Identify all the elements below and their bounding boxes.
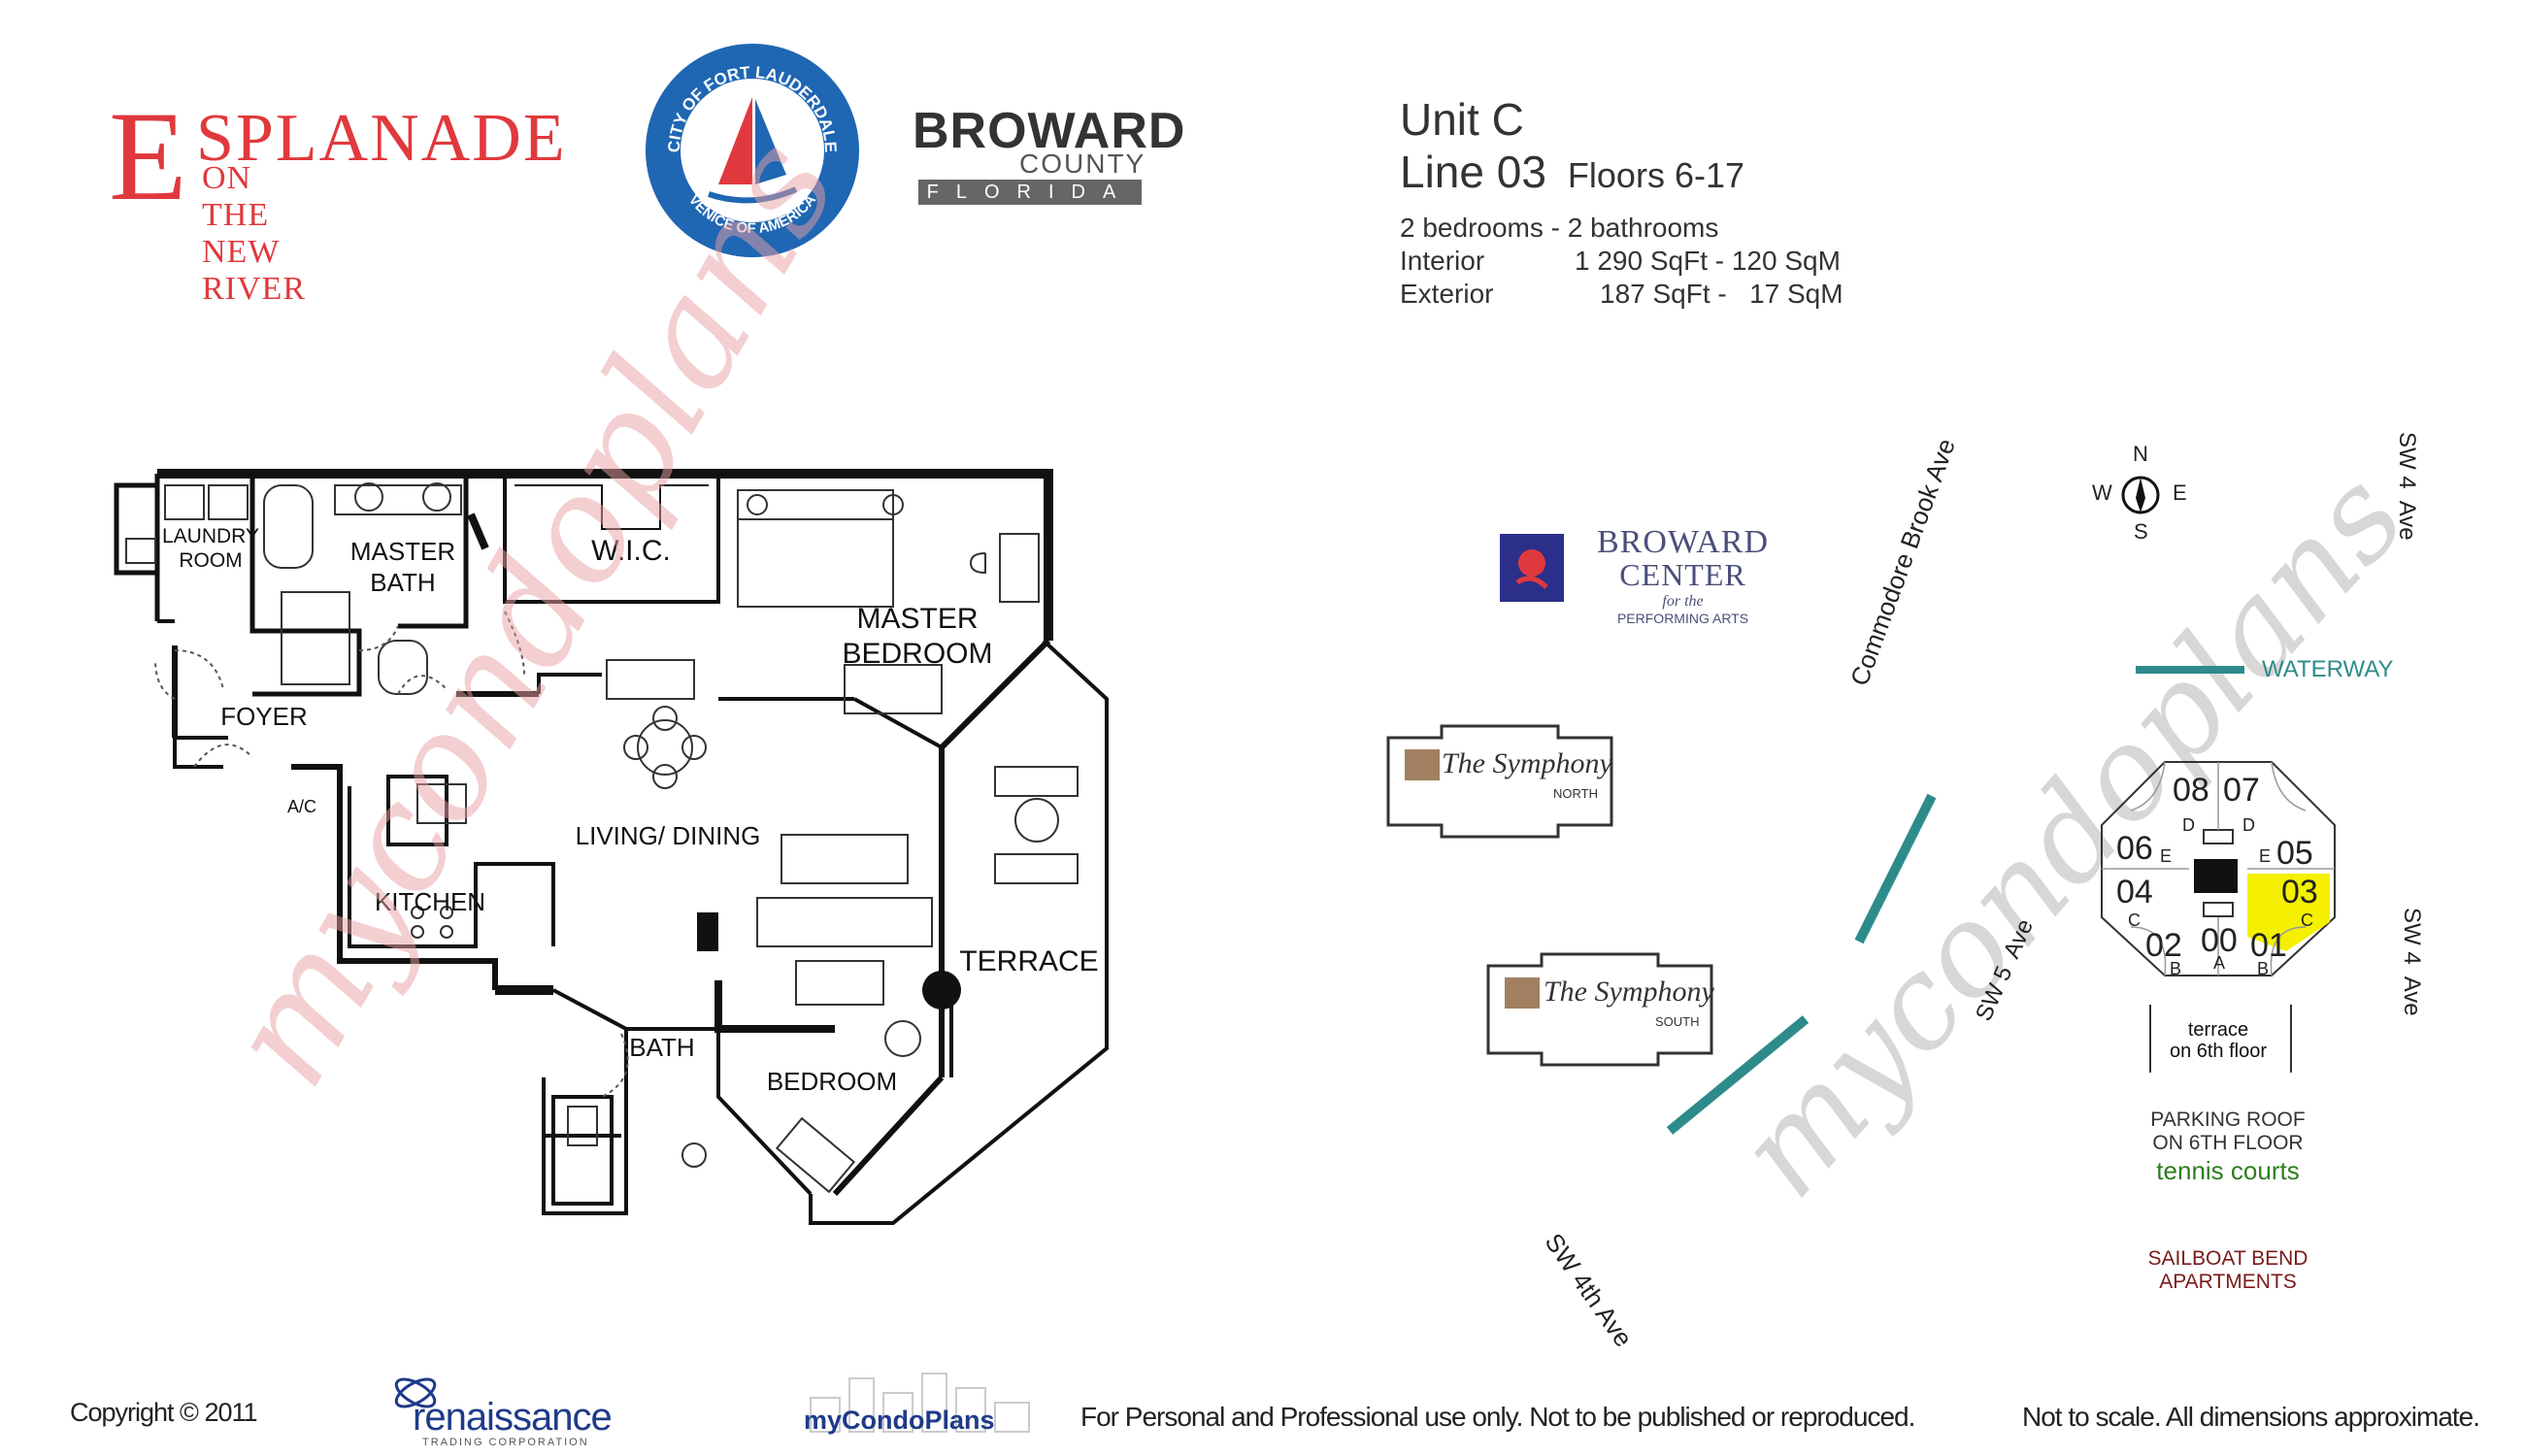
broward-florida-word: FLORIDA (918, 180, 1142, 205)
sailboat-line2: APARTMENTS (2159, 1271, 2297, 1293)
waterway-label: WATERWAY (2262, 656, 2394, 682)
city-seal-logo: CITY OF FORT LAUDERDALE VENICE OF AMERIC… (646, 44, 859, 257)
compass-south: S (2134, 519, 2148, 544)
unit-floors: Floors 6-17 (1567, 155, 1744, 195)
parking-line1: PARKING ROOF (2150, 1109, 2306, 1131)
interior-value: 1 290 SqFt - 120 SqM (1575, 246, 1841, 276)
esplanade-subtitle: ON THE NEW RIVER (202, 160, 306, 307)
usage-notice: For Personal and Professional use only. … (1080, 1402, 1915, 1432)
line-03: 03 (2281, 874, 2318, 910)
compass-icon (2121, 476, 2160, 514)
unit-line: Line 03 Floors 6-17 (1400, 146, 1843, 198)
line-01: 01 (2250, 927, 2287, 964)
unit-letter-e1: E (2160, 846, 2173, 866)
broward-center-line1: BROWARD (1597, 524, 1770, 560)
sailboat-line1: SAILBOAT BEND (2147, 1247, 2308, 1270)
building-key-plan (2101, 761, 2336, 976)
unit-letter-c2: C (2301, 910, 2313, 930)
unit-letter-b2: B (2257, 959, 2270, 978)
exterior-row: Exterior 187 SqFt - 17 SqM (1400, 278, 1843, 311)
terrace-note: terrace on 6th floor (2169, 1019, 2268, 1062)
broward-county-logo: BROWARD COUNTY FLORIDA (913, 102, 1186, 205)
sw4-top-street-label: SW 4 Ave (2394, 432, 2420, 541)
renaissance-sub: TRADING CORPORATION (422, 1437, 589, 1448)
broward-center-text: BROWARD CENTER for the PERFORMING ARTS (1597, 524, 1769, 626)
interior-label: Interior (1400, 246, 1485, 276)
floor-plan-drawing (114, 469, 1109, 1225)
esplanade-initial: E (109, 84, 187, 227)
line-02: 02 (2145, 927, 2182, 964)
compass-west: W (2092, 480, 2112, 505)
symphony-south-name: The Symphony (1544, 976, 1714, 1008)
bedroom-label: BEDROOM (766, 1067, 898, 1096)
waterway-diagonal (1666, 793, 1937, 1135)
copyright-text: Copyright © 2011 (70, 1398, 258, 1427)
unit-letter-a: A (2213, 953, 2226, 973)
bath-label: BATH (629, 1033, 695, 1062)
line-08: 08 (2173, 772, 2209, 809)
waterway-line (2136, 666, 2244, 674)
unit-letter-b1: B (2170, 959, 2182, 978)
broward-center-line3: for the (1662, 593, 1704, 610)
exterior-label: Exterior (1400, 279, 1494, 309)
mycondoplans-skyline (810, 1373, 1030, 1433)
broward-county-word: COUNTY (1019, 149, 1146, 179)
exterior-value: 187 SqFt - 17 SqM (1600, 279, 1843, 309)
scale-notice: Not to scale. All dimensions approximate… (2022, 1402, 2480, 1432)
master-bath-label: MASTER BATH (349, 537, 456, 597)
interior-row: Interior 1 290 SqFt - 120 SqM (1400, 245, 1843, 278)
living-dining-label: LIVING/ DINING (575, 821, 761, 850)
unit-line-number: Line 03 (1400, 147, 1546, 197)
sw4-right-street-label: SW 4 Ave (2399, 908, 2425, 1016)
symphony-north-name: The Symphony (1442, 747, 1612, 779)
compass-north: N (2133, 442, 2148, 466)
ac-label: A/C (286, 797, 316, 816)
column-marker (922, 971, 961, 1009)
symphony-north-outline (1386, 724, 1613, 839)
unit-title: Unit C (1400, 94, 1524, 145)
tennis-courts-label: tennis courts (2156, 1156, 2300, 1185)
line-06: 06 (2116, 830, 2153, 867)
unit-info: Unit C Line 03 Floors 6-17 2 bedrooms - 2… (1400, 93, 1843, 311)
seal-sail-icon (708, 97, 798, 204)
terrace-label: TERRACE (959, 945, 1099, 977)
foyer-label: FOYER (220, 702, 308, 731)
line-04: 04 (2116, 874, 2153, 910)
broward-word: BROWARD (913, 103, 1186, 159)
kitchen-label: KITCHEN (374, 887, 486, 916)
master-bedroom-label: MASTER BEDROOM (842, 603, 993, 670)
renaissance-logo-icon (394, 1377, 437, 1408)
compass-east: E (2173, 480, 2187, 505)
unit-letter-d1: D (2182, 815, 2195, 835)
broward-center-line2: CENTER (1619, 557, 1746, 592)
terrace-bracket (2149, 1005, 2292, 1073)
laundry-room-label: LAUNDRY ROOM (162, 525, 259, 572)
line-00: 00 (2201, 922, 2238, 959)
unit-letter-c1: C (2128, 910, 2141, 930)
broward-center-icon (1500, 534, 1564, 602)
commodore-street-label: Commodore Brook Ave (1844, 434, 1961, 690)
line-07: 07 (2223, 772, 2260, 809)
sailboat-bend-label: SAILBOAT BEND APARTMENTS (2136, 1247, 2320, 1294)
parking-line2: ON 6TH FLOOR (2152, 1132, 2304, 1154)
broward-center-line4: PERFORMING ARTS (1616, 611, 1749, 626)
unit-letter-d2: D (2242, 815, 2255, 835)
renaissance-name: renaissance (413, 1396, 613, 1439)
sw4th-street-label: SW 4th Ave (1539, 1228, 1639, 1353)
symphony-north-sub: NORTH (1553, 786, 1598, 801)
line-05: 05 (2276, 835, 2313, 872)
unit-rooms: 2 bedrooms - 2 bathrooms (1400, 213, 1719, 243)
symphony-south-sub: SOUTH (1655, 1014, 1700, 1029)
wic-label: W.I.C. (591, 535, 671, 567)
mycondoplans-logo-text: myCondoPlans (804, 1406, 995, 1435)
esplanade-word: SPLANADE (196, 101, 567, 176)
parking-note: PARKING ROOF ON 6TH FLOOR tennis courts (2136, 1109, 2320, 1186)
symphony-south-outline (1486, 952, 1713, 1067)
unit-letter-e2: E (2259, 846, 2272, 866)
